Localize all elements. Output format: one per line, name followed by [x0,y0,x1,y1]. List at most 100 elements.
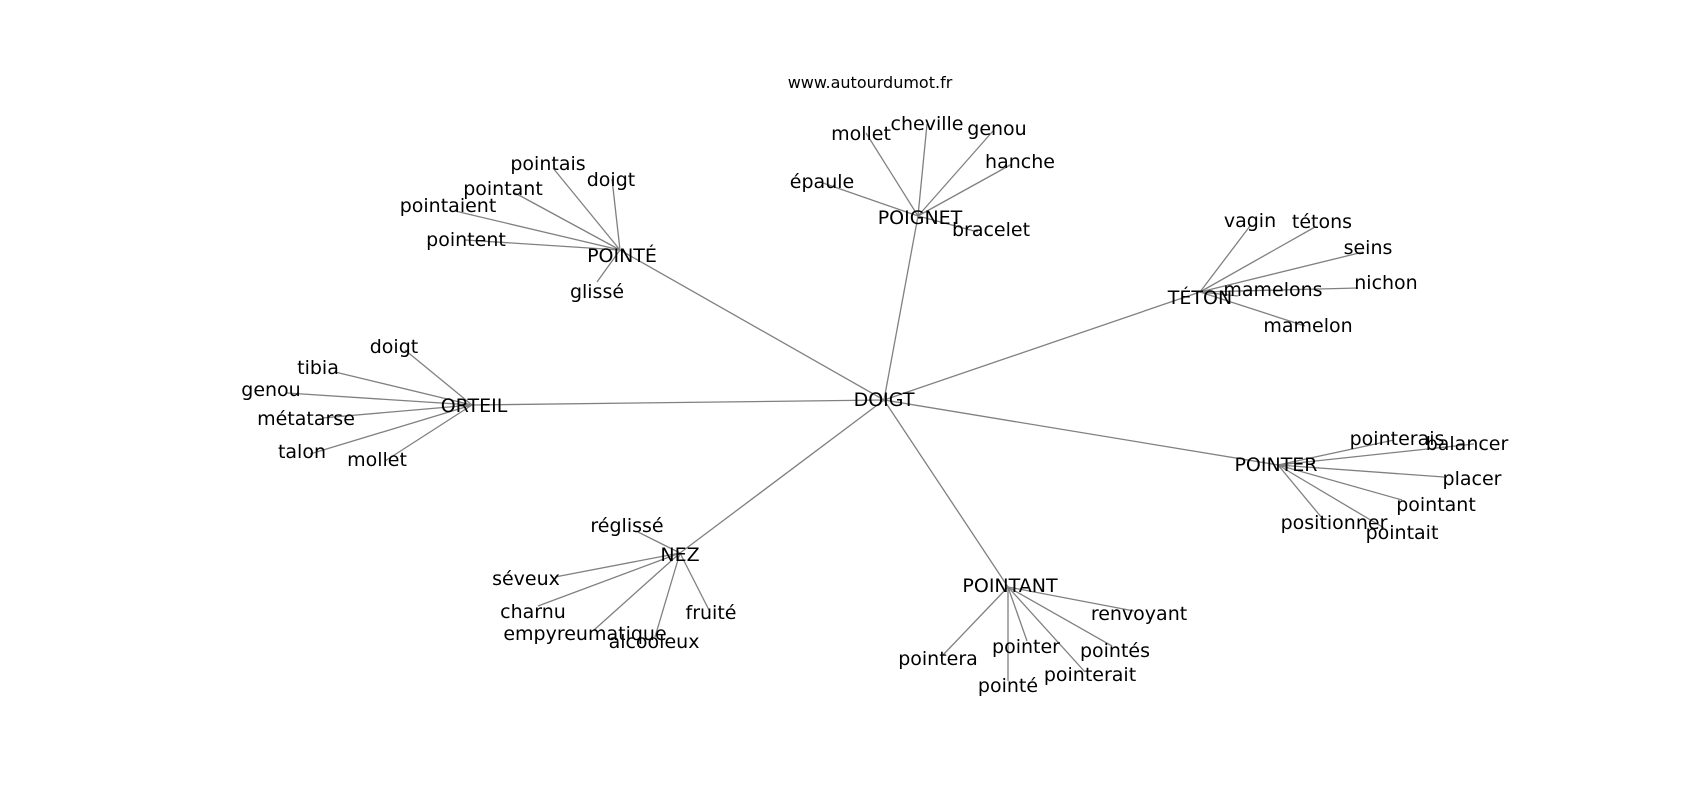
edge-pointe-pointant [514,192,621,251]
edge-teton-mamelon [1199,291,1306,327]
leaf-node-pointant-pointer: pointer [992,636,1060,658]
edge-teton-vagin [1199,225,1251,293]
leaf-node-poignet-genou: genou [967,118,1026,140]
leaf-node-pointer-pointerais: pointerais [1350,428,1445,450]
leaf-node-teton-mamelon: mamelon [1263,315,1352,337]
leaf-node-teton-vagin: vagin [1224,210,1276,232]
leaf-node-orteil-genou: genou [241,379,300,401]
edge-doigt-pointant [883,399,1009,588]
leaf-node-orteil-tibia: tibia [297,357,339,379]
leaf-node-orteil-mollet: mollet [347,449,407,471]
edge-pointer-positionner [1277,464,1323,519]
edge-doigt-poignet [883,215,919,401]
edge-nez-empyreumatique [593,552,681,631]
edge-nez-fruite [679,552,711,613]
edge-orteil-metatarse [321,404,473,419]
leaf-node-pointant-pointera: pointera [898,648,978,670]
center-node-doigt: DOIGT [854,389,915,411]
leaf-node-poignet-epaule: épaule [790,171,854,193]
edge-poignet-hanche [917,163,1013,217]
edge-pointant-pointer [1007,586,1028,642]
edge-doigt-nez [679,399,885,554]
edge-pointant-pointerait [1007,586,1086,673]
edge-nez-reglisse [637,531,681,554]
edge-teton-mamelons [1199,291,1239,297]
leaf-node-orteil-talon: talon [278,441,326,463]
edge-pointe-pointaient [454,210,621,251]
edge-pointe-pointent [464,239,621,251]
leaf-node-orteil-doigt: doigt [370,336,418,358]
hub-node-pointe: POINTÉ [587,244,657,267]
leaf-node-pointe-pointent: pointent [426,229,506,251]
edge-doigt-pointer [883,399,1279,466]
leaf-node-pointer-positionner: positionner [1281,512,1388,534]
edge-pointant-pointes [1007,586,1113,647]
hub-node-nez: NEZ [660,544,699,566]
edge-doigt-pointe [619,249,885,401]
leaf-node-teton-mamelons: mamelons [1223,279,1322,301]
edge-poignet-epaule [822,182,919,217]
leaf-node-orteil-metatarse: métatarse [257,408,355,430]
leaf-node-teton-nichon: nichon [1354,272,1417,294]
leaf-node-pointer-balancer: balancer [1426,433,1509,455]
leaf-node-pointant-pointe: pointé [978,675,1038,697]
hub-node-teton: TÉTON [1167,286,1232,309]
leaf-node-pointer-pointait: pointait [1366,522,1439,544]
edge-teton-tetons [1199,226,1316,293]
edge-doigt-orteil [471,399,885,406]
edge-pointe-glisse [596,249,621,283]
edge-orteil-tibia [334,371,473,406]
hub-node-pointant: POINTANT [962,575,1058,597]
leaf-node-poignet-mollet: mollet [831,123,891,145]
edge-poignet-bracelet [917,215,979,233]
edge-nez-charnu [537,552,681,607]
edge-pointer-balancer [1277,443,1475,466]
edge-teton-seins [1199,251,1364,293]
hub-node-poignet: POIGNET [878,207,963,229]
leaf-node-pointant-renvoyant: renvoyant [1091,603,1187,625]
leaf-node-pointant-pointerait: pointerait [1044,664,1136,686]
leaf-node-poignet-bracelet: bracelet [952,219,1030,241]
edge-pointer-placer [1277,464,1445,478]
leaf-node-pointer-pointant: pointant [1396,494,1476,516]
leaf-node-nez-empyreumatique: empyreumatique [503,623,666,645]
leaf-node-nez-charnu: charnu [500,601,566,623]
edge-orteil-mollet [384,404,473,462]
leaf-node-nez-alcooleux: alcooleux [609,631,700,653]
leaf-node-teton-seins: seins [1344,237,1393,259]
leaf-node-pointe-doigt: doigt [587,169,635,191]
hub-node-pointer: POINTER [1234,454,1317,476]
edge-poignet-cheville [917,123,928,217]
leaf-node-pointe-pointais: pointais [510,153,585,175]
leaf-node-pointant-pointes: pointés [1080,640,1150,662]
edge-pointe-pointais [552,167,621,251]
leaf-node-poignet-cheville: cheville [891,113,964,135]
edge-pointer-pointait [1277,464,1385,529]
leaf-node-nez-fruite: fruité [686,602,737,624]
leaf-node-pointer-placer: placer [1443,468,1502,490]
leaf-node-pointe-glisse: glissé [570,281,624,303]
edge-orteil-genou [286,392,473,406]
edge-pointant-renvoyant [1007,586,1135,612]
edge-teton-nichon [1199,287,1359,293]
leaf-node-nez-reglisse: réglissé [590,515,663,537]
edge-poignet-genou [917,130,994,217]
edge-nez-seveux [554,552,681,578]
leaf-node-pointe-pointaient: pointaient [400,195,497,217]
edge-pointe-doigt [611,178,621,251]
edge-doigt-teton [883,291,1201,401]
source-url: www.autourdumot.fr [788,73,953,92]
edge-pointer-pointant [1277,464,1403,501]
edge-pointer-pointerais [1277,439,1395,466]
leaf-node-nez-seveux: séveux [492,568,560,590]
labels-layer: DOIGTPOINTÉpointaisdoigtpointantpointaie… [241,113,1508,697]
leaf-node-poignet-hanche: hanche [985,151,1055,173]
edges-layer [286,123,1475,681]
leaf-node-teton-tetons: tétons [1292,211,1352,233]
edge-poignet-mollet [865,132,919,217]
edge-orteil-doigt [404,349,473,406]
edge-nez-alcooleux [654,552,681,638]
leaf-node-pointe-pointant: pointant [463,178,543,200]
edge-pointant-pointera [942,586,1009,656]
